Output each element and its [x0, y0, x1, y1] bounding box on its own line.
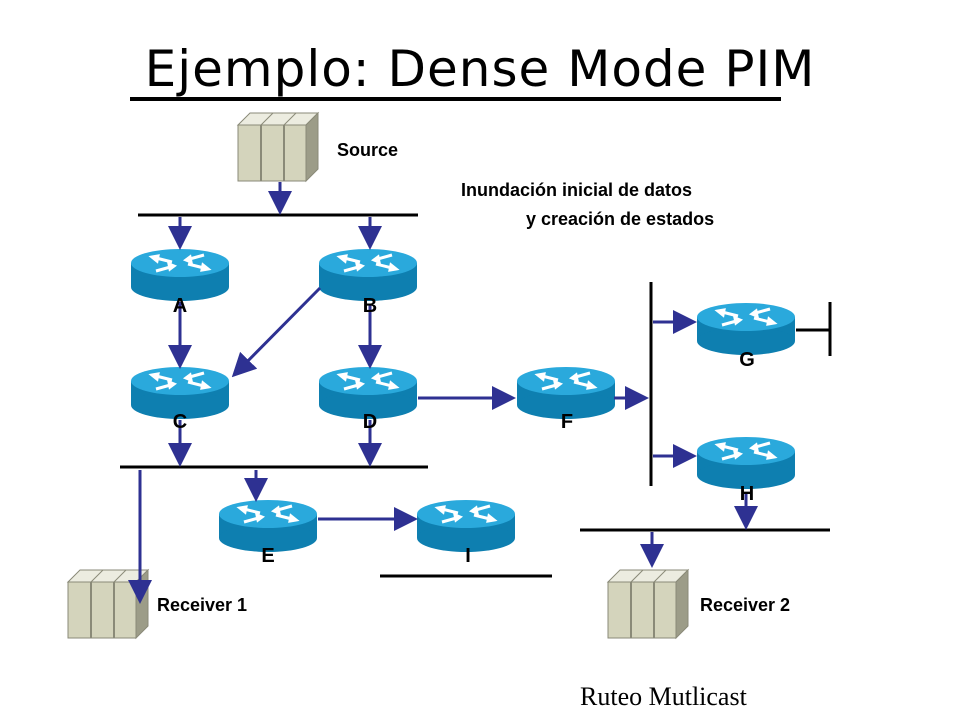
receiver1-label: Receiver 1 — [157, 595, 248, 615]
page-title: Ejemplo: Dense Mode PIM — [144, 40, 816, 98]
router-b-icon — [317, 247, 419, 303]
router-f-label: F — [560, 411, 574, 433]
receiver1-host-icon — [67, 569, 149, 639]
router-i-label: I — [465, 545, 471, 567]
source-label: Source — [337, 140, 399, 160]
router-c-label: C — [172, 411, 188, 433]
router-g-label: G — [739, 349, 755, 371]
annotation-line2: y creación de estados — [526, 209, 715, 229]
annotation-line1: Inundación inicial de datos — [461, 180, 693, 200]
source-host-icon — [237, 112, 319, 182]
router-g-icon — [695, 301, 797, 357]
router-h-label: H — [739, 483, 755, 505]
router-d-label: D — [362, 411, 378, 433]
receiver2-label: Receiver 2 — [700, 595, 791, 615]
title-underline — [130, 97, 781, 101]
router-a-icon — [129, 247, 231, 303]
footer-text: Ruteo Mutlicast — [580, 682, 747, 711]
router-h-icon — [695, 435, 797, 491]
receiver2-host-icon — [607, 569, 689, 639]
network-segments — [120, 213, 832, 578]
router-a-label: A — [172, 295, 188, 317]
flow-arrows — [128, 182, 758, 604]
router-e-label: E — [261, 545, 275, 567]
router-b-label: B — [362, 295, 378, 317]
